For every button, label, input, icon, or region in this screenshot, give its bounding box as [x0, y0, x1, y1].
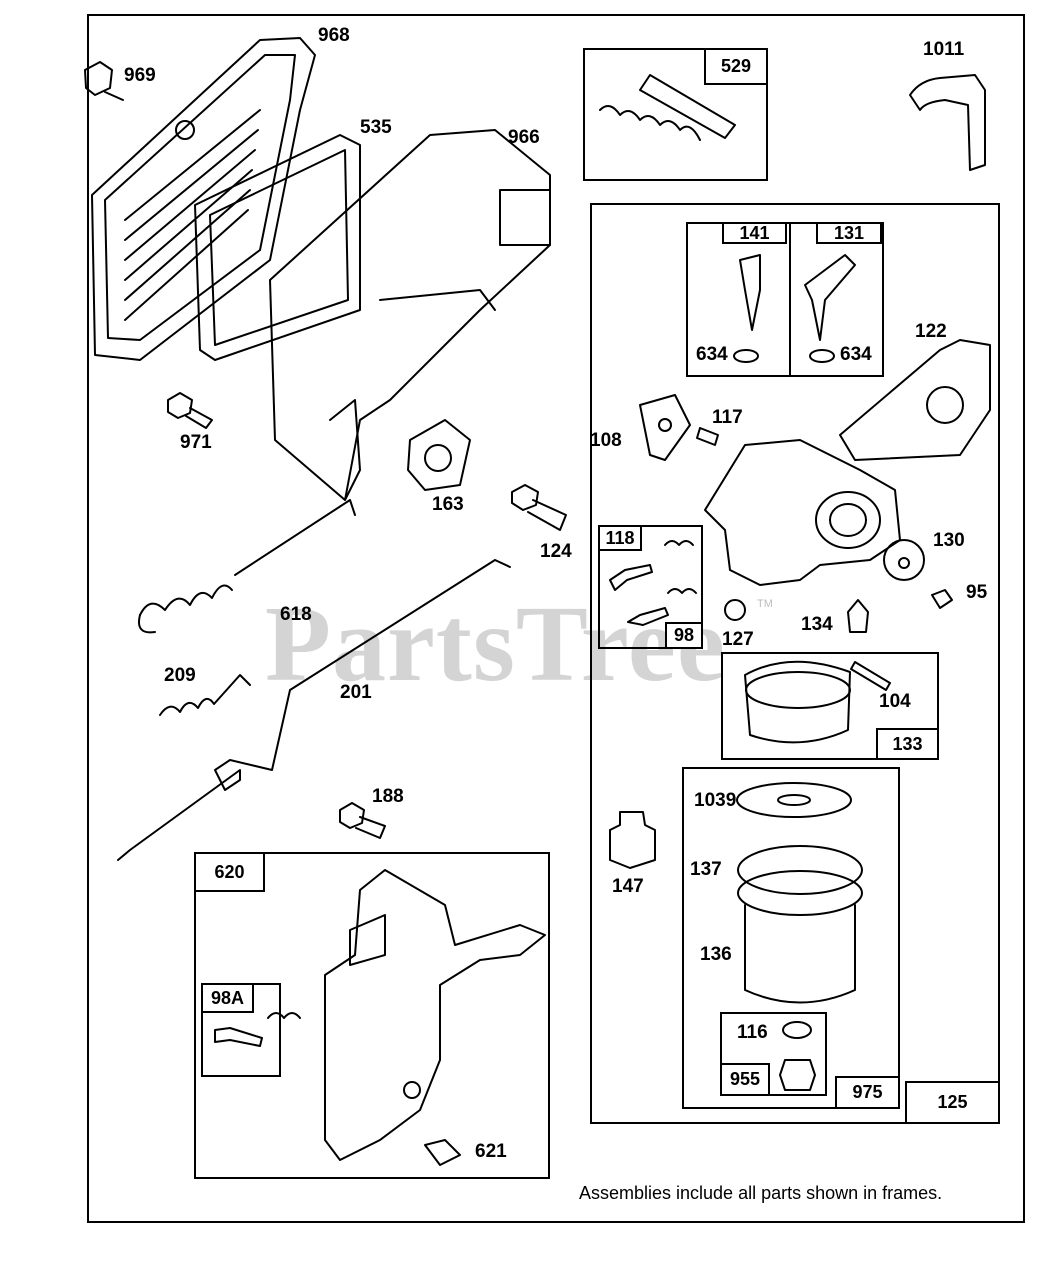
spring-209-drawing [159, 674, 251, 716]
frame-955 [720, 1012, 827, 1096]
spacer-122-drawing [839, 339, 991, 461]
label-966: 966 [508, 127, 540, 148]
frame-label-975: 975 [835, 1076, 900, 1109]
frame-125-carburetor-assembly [590, 203, 1000, 1124]
spring-618-drawing [138, 499, 356, 634]
label-136: 136 [700, 944, 732, 965]
screw-spring-98A-drawing [214, 1012, 301, 1047]
label-95: 95 [966, 582, 988, 603]
watermark-trademark: TM [757, 598, 773, 610]
label-209: 209 [164, 665, 196, 686]
frame-label-133: 133 [876, 728, 939, 760]
footnote: Assemblies include all parts shown in fr… [579, 1183, 943, 1203]
label-130: 130 [933, 530, 965, 551]
label-122: 122 [915, 321, 947, 342]
label-116: 116 [737, 1022, 768, 1043]
frame-133 [721, 652, 939, 760]
filter-535-drawing [194, 134, 361, 361]
label-147: 147 [612, 876, 644, 897]
float-133-drawing [744, 660, 891, 744]
label-163: 163 [432, 494, 464, 515]
plate-108-drawing [639, 394, 691, 461]
frame-620 [194, 852, 550, 1179]
washer-nut-drawing [779, 1021, 816, 1091]
bolt-124-drawing [511, 484, 567, 531]
small-parts-drawing [724, 539, 953, 633]
diagram-border [87, 14, 1025, 1223]
frame-529 [583, 48, 768, 181]
pin-spring-529-drawing [599, 74, 736, 141]
label-634-left: 634 [696, 344, 728, 365]
frame-118-98 [598, 525, 703, 649]
label-134: 134 [801, 614, 833, 635]
label-971: 971 [180, 432, 212, 453]
label-535: 535 [360, 117, 392, 138]
label-117: 117 [712, 407, 743, 428]
label-104: 104 [879, 691, 911, 712]
bowl-drawing [736, 782, 863, 1004]
label-618: 618 [280, 604, 312, 625]
bolt-188-drawing [339, 802, 386, 839]
gasket-163-drawing [407, 419, 471, 491]
label-108: 108 [590, 430, 622, 451]
label-137: 137 [690, 859, 722, 880]
frame-label-118: 118 [598, 525, 642, 551]
watermark: PartsTree [265, 585, 726, 704]
rod-201-drawing [117, 559, 511, 861]
knob-969-drawing [84, 61, 124, 101]
label-634-right: 634 [840, 344, 872, 365]
frame-label-125: 125 [905, 1081, 1000, 1124]
frame-label-955: 955 [720, 1063, 770, 1096]
frame-label-141: 141 [722, 222, 787, 244]
frame-975 [682, 767, 900, 1109]
pin-117-drawing [696, 427, 719, 446]
label-188: 188 [372, 786, 404, 807]
frame-label-620: 620 [194, 852, 265, 892]
label-1011: 1011 [923, 39, 965, 60]
label-124: 124 [540, 541, 572, 562]
housing-966-drawing [269, 129, 551, 501]
frame-label-98: 98 [665, 622, 703, 649]
label-969: 969 [124, 65, 156, 86]
label-968: 968 [318, 25, 350, 46]
screws-118-98-drawing [609, 540, 697, 626]
air-filter-cover-drawing [91, 37, 316, 361]
frame-label-131: 131 [816, 222, 882, 244]
clip-621-drawing [424, 1139, 461, 1166]
label-127: 127 [722, 629, 754, 650]
frame-label-529: 529 [704, 48, 768, 85]
label-201: 201 [340, 682, 372, 703]
fitting-147-drawing [609, 811, 656, 869]
screw-971-drawing [167, 392, 213, 429]
hose-1011-drawing [909, 74, 986, 171]
frame-label-98A: 98A [201, 983, 254, 1013]
carburetor-body-drawing [704, 439, 901, 586]
bracket-620-drawing [324, 869, 546, 1161]
label-1039: 1039 [694, 790, 737, 811]
parts-141-131-drawing [733, 254, 856, 363]
label-621: 621 [475, 1141, 507, 1162]
